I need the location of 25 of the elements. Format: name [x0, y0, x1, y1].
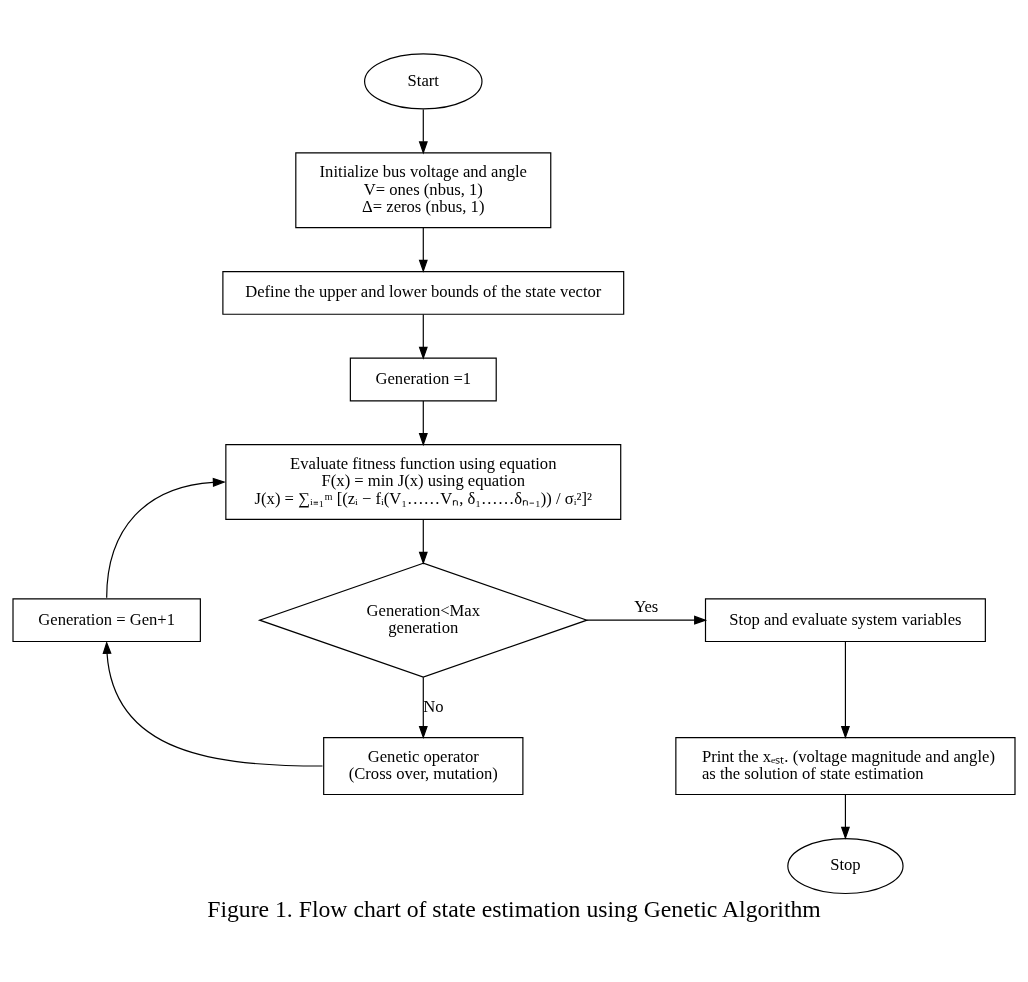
arrow [106, 477, 226, 598]
node-ellipse: Stop [787, 837, 904, 894]
arrow [418, 399, 428, 446]
arrow [418, 313, 428, 360]
edge-label: No [423, 696, 444, 716]
node-box: Print the xₑₛₜ. (voltage magnitude and angle) as the solution of state estimation [675, 736, 1016, 795]
arrow [840, 640, 850, 739]
edge-label: Yes [634, 596, 659, 616]
arrow [418, 518, 428, 565]
arrow [418, 226, 428, 273]
caption: Figure 1. Flow chart of state estimation using Genetic Algorithm [207, 895, 821, 922]
arrow [418, 108, 428, 154]
node-box: Generation = Gen+1 [12, 597, 201, 642]
node-box: Genetic operator (Cross over, mutation) [323, 736, 524, 795]
arrow [418, 676, 428, 739]
node-diamond: Generation<Max generation [257, 562, 589, 678]
arrow [840, 793, 850, 840]
arrow [102, 640, 324, 767]
node-box: Generation =1 [349, 357, 497, 401]
node-box: Stop and evaluate system variables [704, 597, 986, 642]
node-ellipse: Start [364, 52, 483, 109]
node-box: Define the upper and lower bounds of the state vector [222, 270, 625, 315]
arrow [586, 615, 708, 625]
node-box: Initialize bus voltage and angle V= ones (nbus, 1) Δ= zeros (nbus, 1) [295, 151, 552, 228]
node-box: Evaluate fitness function using equation F(x) = min J(x) using equation J(x) = ∑ᵢ₌₁ᵐ [(zᵢ − fᵢ(V₁……Vₙ, δ₁……δₙ₋₁)) / σᵢ²]² [225, 443, 622, 520]
